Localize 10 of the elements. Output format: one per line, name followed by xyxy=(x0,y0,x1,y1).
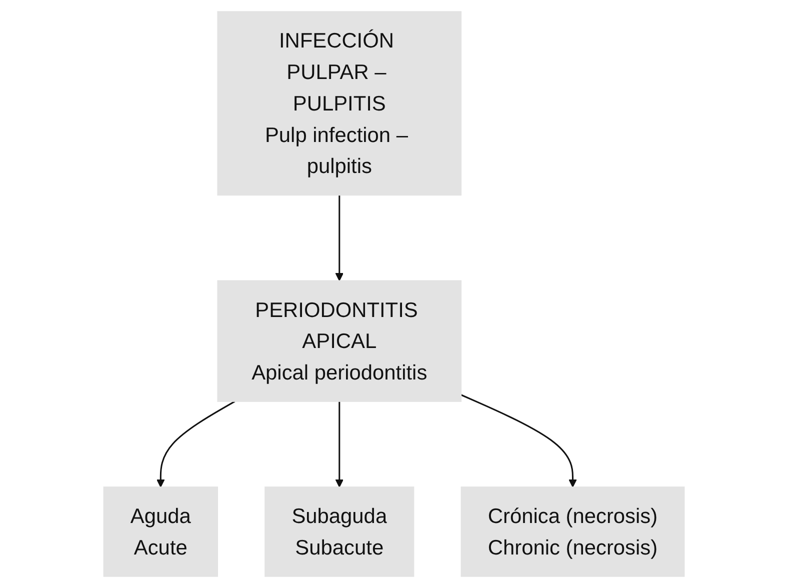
node-box xyxy=(217,280,462,402)
arrow xyxy=(335,400,344,487)
node-box xyxy=(264,486,414,576)
flowchart: INFECCIÓN PULPAR – PULPITIS Pulp infection – pulpitis PERIODONTITIS APICAL Apical periodontitis Aguda Acute Subaguda Subacute Crónica (necrosis) Chronic (necrosis) xyxy=(4,4,784,584)
arrow xyxy=(335,194,344,281)
node-box xyxy=(217,10,462,196)
node-box xyxy=(460,486,685,576)
node-box xyxy=(103,486,218,576)
arrow xyxy=(460,394,577,487)
arrow xyxy=(156,400,236,487)
